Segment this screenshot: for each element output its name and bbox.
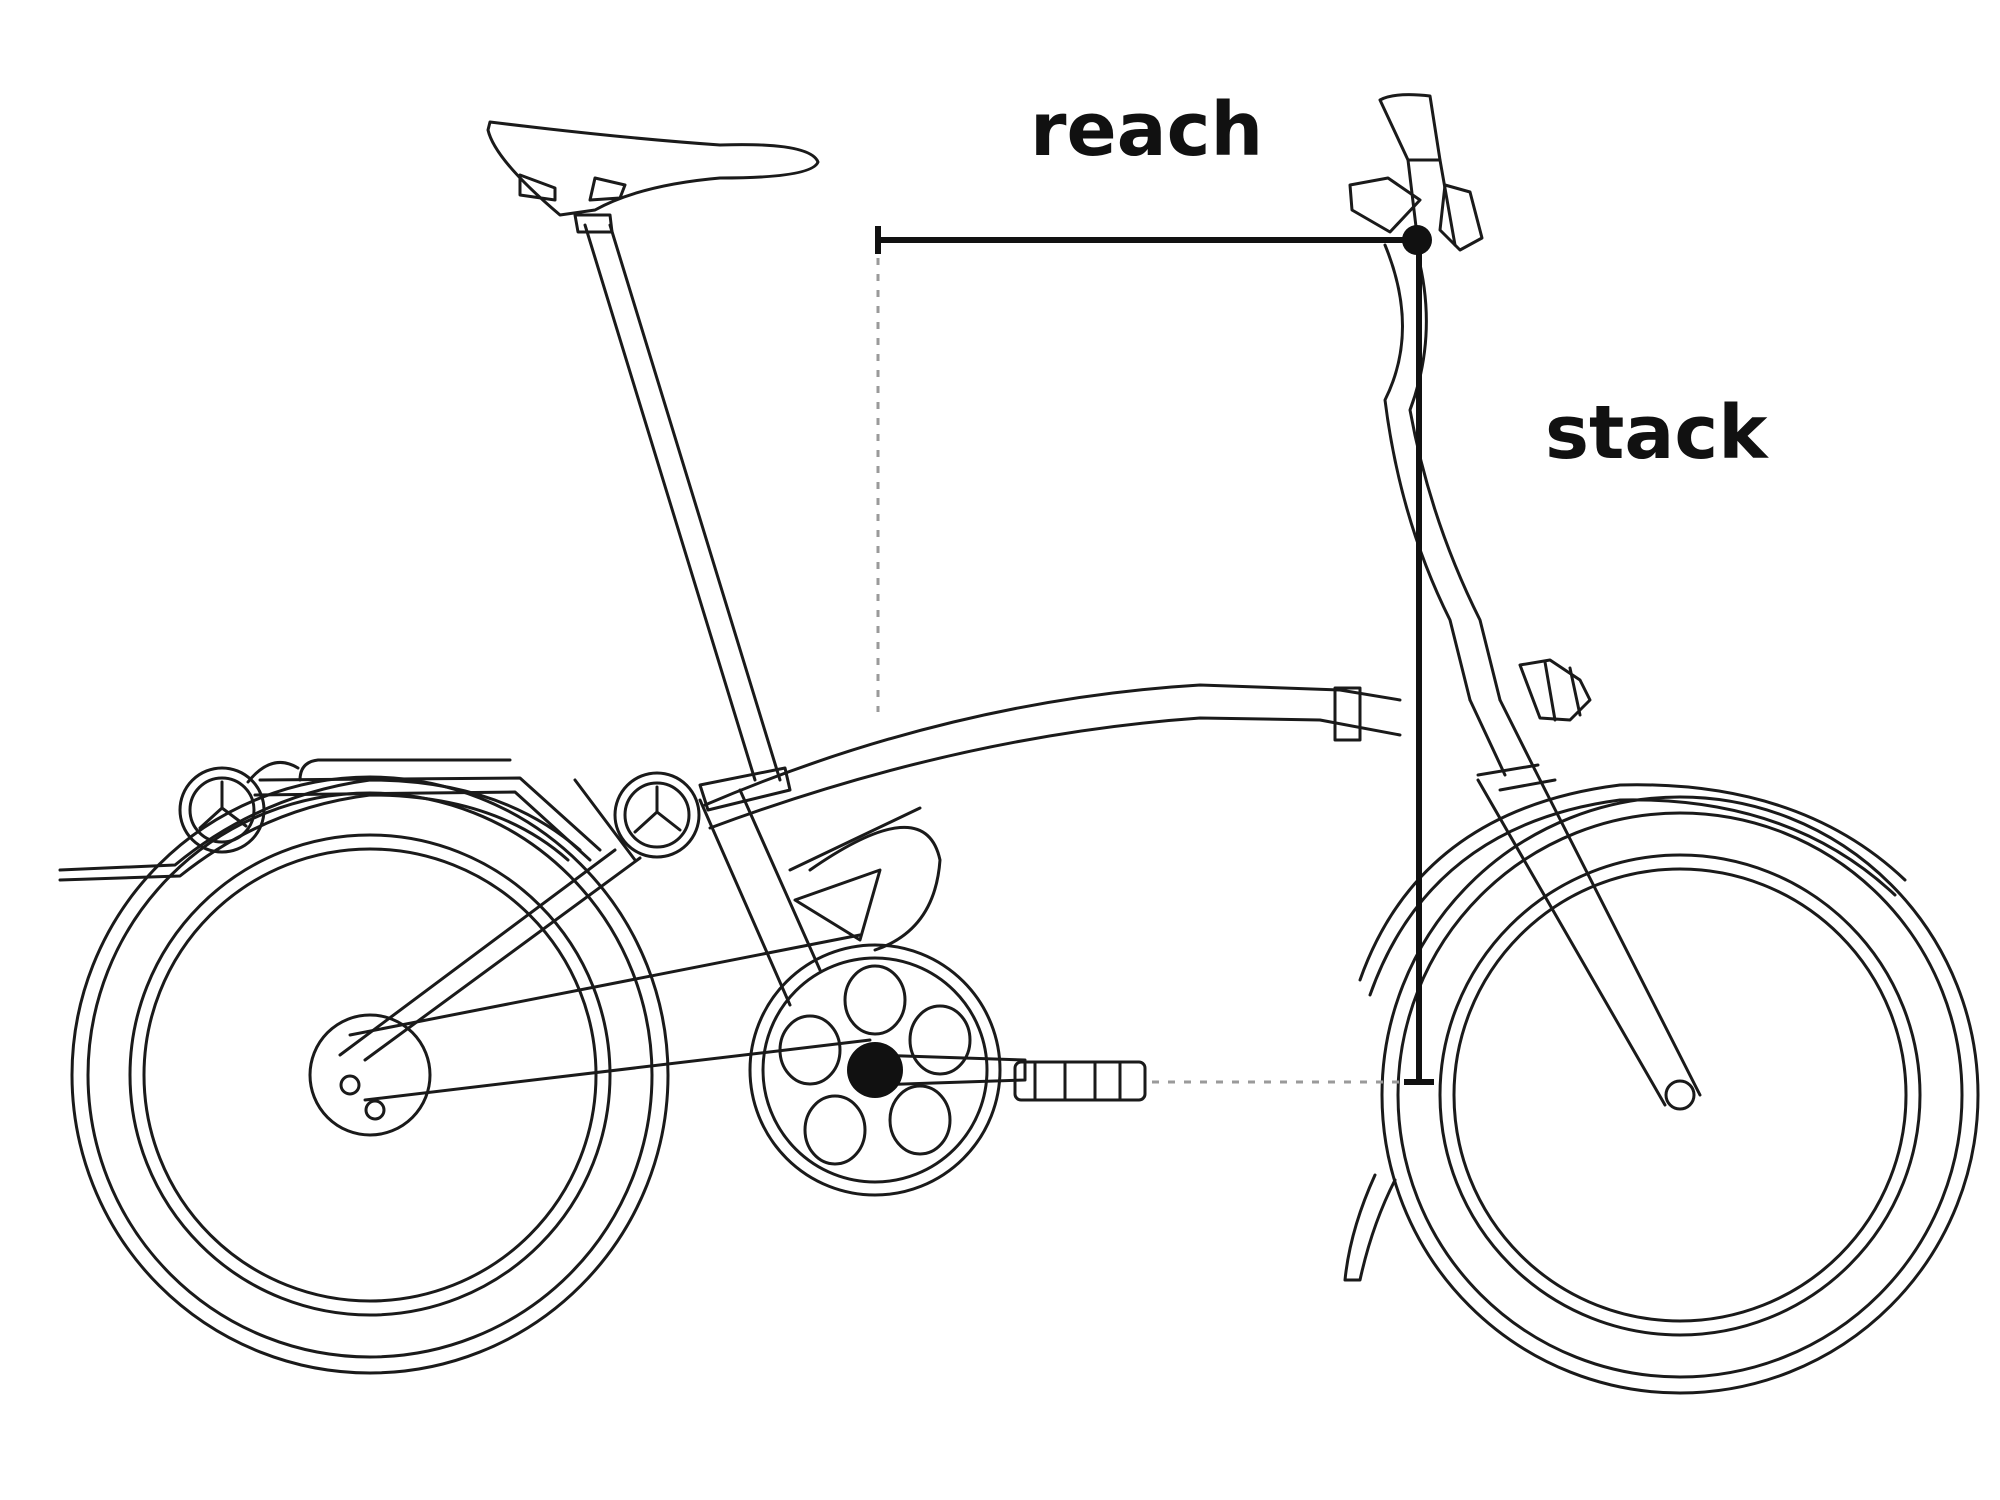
bike-frame	[338, 223, 1402, 1102]
front-fender	[1343, 783, 1907, 1282]
bottom-bracket-point	[847, 1042, 903, 1098]
steering-column	[1348, 93, 1702, 1107]
rear-rack	[178, 758, 602, 862]
saddle	[486, 120, 820, 234]
handlebar-point	[1402, 225, 1432, 255]
pedal	[1013, 1060, 1147, 1102]
front-wheel	[1380, 795, 1980, 1395]
chainring	[748, 943, 1002, 1197]
stack-label: stack	[1545, 390, 1769, 476]
reach-label: reach	[1030, 87, 1263, 173]
